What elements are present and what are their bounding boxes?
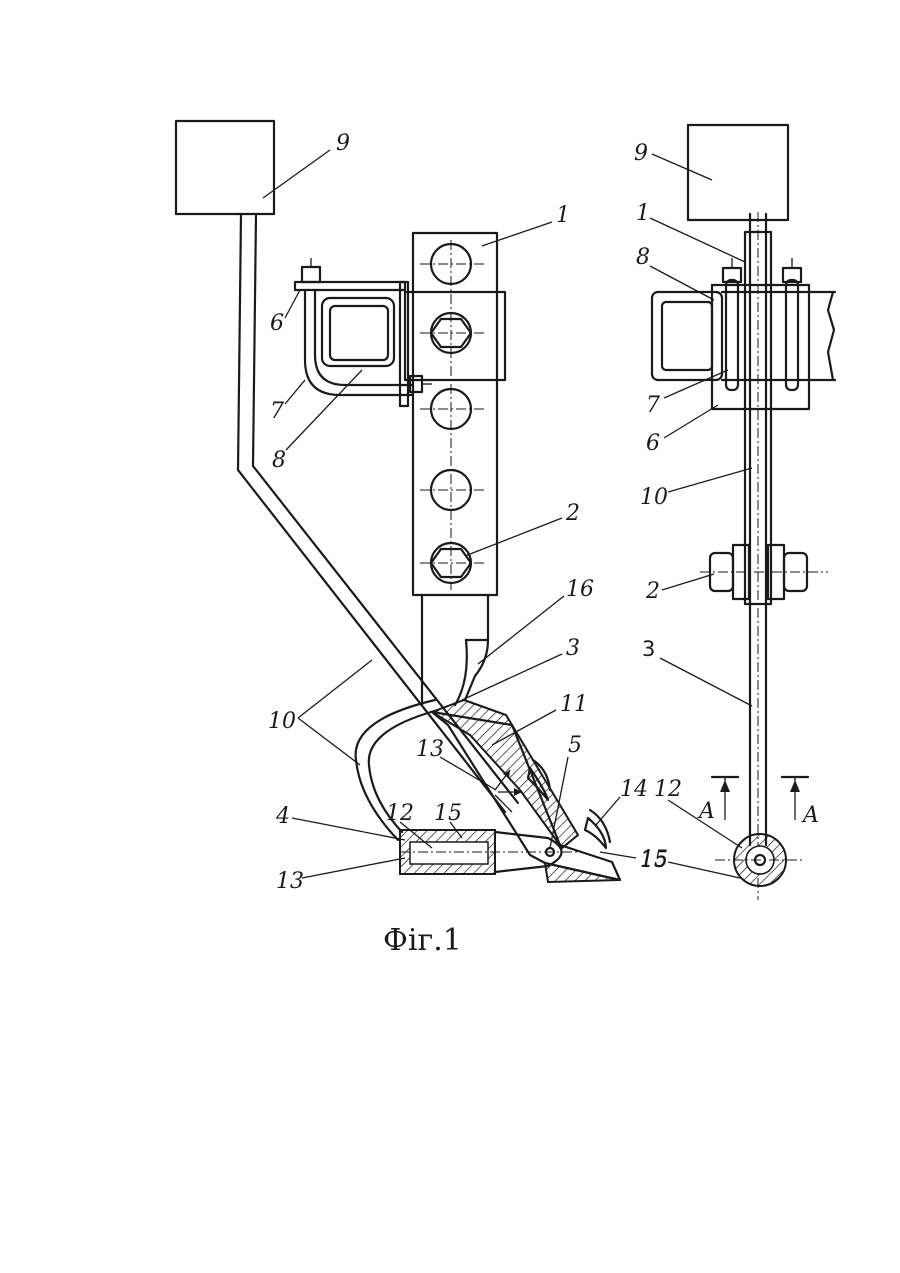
nozzle-section-front [715,834,805,886]
label-15-side-upper: 15 [434,801,462,826]
bolt-2-front [700,545,828,599]
label-14-side: 14 [620,777,648,802]
label-10-side: 10 [268,709,296,734]
label-7-front: 7 [646,393,660,418]
label-13-lower: 13 [276,869,304,894]
label-6-front: 6 [646,431,660,456]
label-16-side: 16 [566,577,594,602]
label-8-front: 8 [636,245,650,270]
box-9-front [688,125,788,220]
label-5-side: 5 [568,733,582,758]
side-view: 9 1 6 7 8 2 16 3 11 10 13 5 [176,121,668,894]
label-1-side: 1 [556,203,570,228]
figure-caption: Фіг.1 [383,923,462,958]
beam-8-front [652,285,835,409]
label-12-front: 12 [654,777,682,802]
label-13-upper: 13 [416,737,444,762]
label-15-front: 15 [640,848,668,873]
clamp-assembly-side [295,258,432,406]
front-labels: 9 1 8 7 6 10 2 3 12 15 [634,141,752,878]
label-4-side: 4 [275,804,290,829]
label-7-side: 7 [270,399,284,424]
section-label-a-right: A [801,803,819,828]
label-2-side: 2 [565,501,580,526]
bolts-7-front [723,258,801,390]
label-8-side: 8 [272,448,286,473]
frame-1-side [405,233,505,595]
label-9-side: 9 [336,131,350,156]
box-9-side [176,121,274,214]
label-6-side: 6 [270,311,284,336]
label-9-front: 9 [634,141,648,166]
label-3-front: 3 [642,637,655,661]
label-10-front: 10 [640,485,668,510]
label-1-front: 1 [636,201,650,226]
front-view: A A 9 1 8 7 6 10 2 3 12 1 [634,125,835,900]
side-labels: 9 1 6 7 8 2 16 3 11 10 13 5 [263,131,668,894]
label-11-side: 11 [560,692,588,717]
label-3-side: 3 [566,636,580,661]
label-2-front: 2 [645,579,660,604]
